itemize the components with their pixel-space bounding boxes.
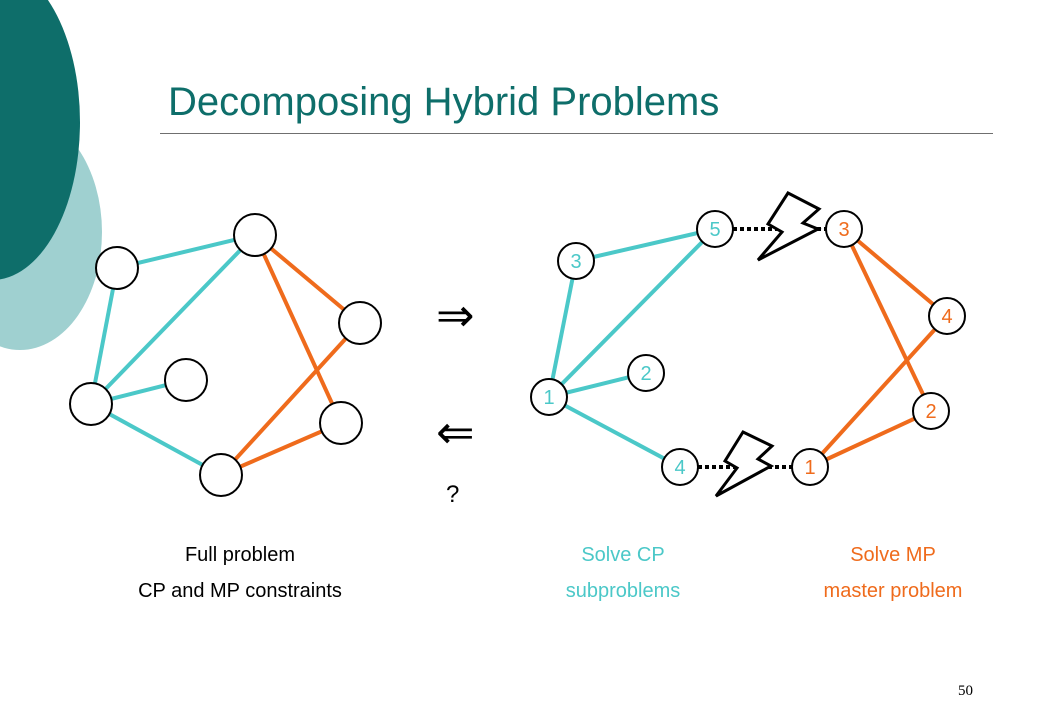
mp-master-edge [842, 227, 949, 318]
slide-title: Decomposing Hybrid Problems [168, 80, 720, 124]
page-number: 50 [958, 683, 973, 699]
caption-cp-line2: subproblems [565, 580, 681, 602]
mp-node-label: 2 [925, 401, 936, 423]
graph-node [164, 358, 208, 402]
cp-subproblem-edge [575, 227, 716, 263]
graph-node [233, 213, 277, 257]
cp-node-label: 1 [543, 387, 554, 409]
lightning-bolt-icon [756, 191, 822, 262]
cp-constraint-edge [89, 267, 119, 405]
cp-node-3 [557, 242, 595, 280]
cp-node-2 [627, 354, 665, 392]
full-graph-nodes [69, 213, 382, 497]
cp-node-label: 4 [674, 457, 685, 479]
cp-subproblem-edge [548, 395, 681, 469]
graph-node [319, 401, 363, 445]
cp-constraint-edge [89, 233, 257, 406]
graph-node [338, 301, 382, 345]
cp-constraint-edge [90, 402, 222, 477]
full-graph-edges [89, 233, 362, 477]
mp-master-edge [842, 228, 933, 412]
mp-node-label: 1 [804, 457, 815, 479]
caption-mp-line2: master problem [823, 580, 963, 602]
title-divider [160, 133, 993, 134]
cp-subproblem-edge [547, 227, 717, 399]
mp-node-4 [928, 297, 966, 335]
graph-node [69, 382, 113, 426]
graph-node [199, 453, 243, 497]
caption-cp-line1: Solve CP [581, 544, 665, 566]
cp-node-label: 2 [640, 363, 651, 385]
corner-decoration-dark [0, 0, 80, 280]
cp-constraint-edge [116, 233, 256, 270]
decomposed-graph-edges [547, 227, 949, 469]
mp-node-label: 3 [838, 219, 849, 241]
cp-node-label: 5 [709, 219, 720, 241]
caption-mp-line1: Solve MP [850, 544, 936, 566]
cp-node-5 [696, 210, 734, 248]
cp-node-4 [661, 448, 699, 486]
forward-implication-arrow: ⇒ [436, 288, 475, 342]
cp-node-1 [530, 378, 568, 416]
cp-node-label: 3 [570, 251, 581, 273]
cp-subproblem-edge [547, 260, 578, 398]
lightning-bolt-icon [714, 430, 775, 498]
mp-node-2 [912, 392, 950, 430]
graph-node [95, 246, 139, 290]
decomposed-graph-nodes: 5 3 2 1 4 3 4 2 1 [530, 210, 966, 486]
mp-constraint-edge [219, 321, 362, 477]
mp-master-edge [809, 409, 932, 469]
caption-full-line1: Full problem [184, 544, 296, 566]
mp-node-label: 4 [941, 306, 952, 328]
decomposed-graph-links [698, 227, 826, 469]
mp-constraint-edge [253, 234, 343, 424]
backward-implication-arrow: ⇐ [436, 405, 475, 459]
caption-full-line2: CP and MP constraints [138, 580, 342, 602]
mp-node-1 [791, 448, 829, 486]
mp-master-edge [808, 314, 949, 469]
mp-constraint-edge [253, 233, 362, 325]
mp-node-3 [825, 210, 863, 248]
question-mark: ? [446, 481, 460, 508]
